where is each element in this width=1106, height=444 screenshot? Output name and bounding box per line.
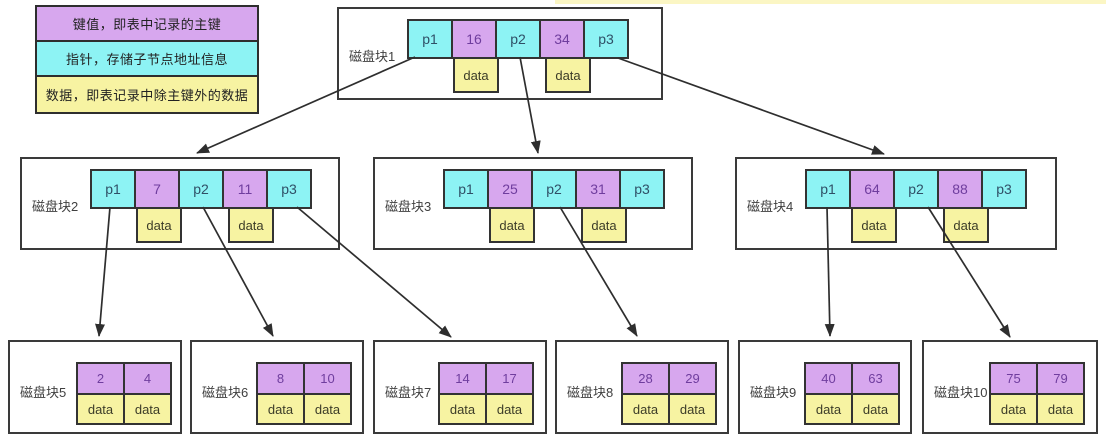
data-cell: data <box>851 393 900 425</box>
disk-block-1-label: 磁盘块1 <box>349 49 396 64</box>
key-cell-17: 17 <box>485 362 534 395</box>
data-cell: data <box>485 393 534 425</box>
data-box: data <box>453 57 499 93</box>
key-cell-34: 34 <box>539 19 585 59</box>
pointer-cell-p2: p2 <box>531 169 577 209</box>
key-cell-10: 10 <box>303 362 352 395</box>
top-highlight-strip <box>555 0 1106 4</box>
data-cell: data <box>804 393 853 425</box>
data-cell: data <box>989 393 1038 425</box>
data-cell: data <box>438 393 487 425</box>
data-box: data <box>581 207 627 243</box>
pointer-cell-p3: p3 <box>619 169 665 209</box>
key-cell-64: 64 <box>849 169 895 209</box>
key-cell-14: 14 <box>438 362 487 395</box>
key-cell-16: 16 <box>451 19 497 59</box>
key-cell-8: 8 <box>256 362 305 395</box>
key-cell-31: 31 <box>575 169 621 209</box>
key-cell-28: 28 <box>621 362 670 395</box>
pointer-cell-p3: p3 <box>266 169 312 209</box>
key-cell-79: 79 <box>1036 362 1085 395</box>
disk-block-2-label: 磁盘块2 <box>32 199 79 214</box>
key-cell-63: 63 <box>851 362 900 395</box>
key-cell-7: 7 <box>134 169 180 209</box>
disk-block-4: 磁盘块4 p1 64 p2 88 p3 data data <box>735 157 1057 250</box>
key-cell-29: 29 <box>668 362 717 395</box>
pointer-cell-p2: p2 <box>178 169 224 209</box>
data-box: data <box>136 207 182 243</box>
data-box: data <box>228 207 274 243</box>
legend-item-key: 键值，即表中记录的主键 <box>37 7 257 42</box>
legend-item-pointer: 指针，存储子节点地址信息 <box>37 42 257 77</box>
disk-block-3: 磁盘块3 p1 25 p2 31 p3 data data <box>373 157 693 250</box>
key-cell-88: 88 <box>937 169 983 209</box>
pointer-cell-p1: p1 <box>407 19 453 59</box>
data-cell: data <box>668 393 717 425</box>
disk-block-6-label: 磁盘块6 <box>202 385 249 400</box>
disk-block-8: 磁盘块8 28 data 29 data <box>555 340 729 434</box>
key-cell-11: 11 <box>222 169 268 209</box>
data-box: data <box>851 207 897 243</box>
disk-block-10-label: 磁盘块10 <box>934 385 988 400</box>
data-cell: data <box>621 393 670 425</box>
key-cell-40: 40 <box>804 362 853 395</box>
pointer-cell-p1: p1 <box>805 169 851 209</box>
pointer-cell-p2: p2 <box>495 19 541 59</box>
disk-block-9: 磁盘块9 40 data 63 data <box>738 340 912 434</box>
pointer-cell-p1: p1 <box>90 169 136 209</box>
disk-block-8-label: 磁盘块8 <box>567 385 614 400</box>
data-box: data <box>489 207 535 243</box>
disk-block-6: 磁盘块6 8 data 10 data <box>190 340 364 434</box>
data-cell: data <box>1036 393 1085 425</box>
data-cell: data <box>256 393 305 425</box>
disk-block-1: 磁盘块1 p1 16 p2 34 p3 data data <box>337 7 663 100</box>
key-cell-4: 4 <box>123 362 172 395</box>
disk-block-5-label: 磁盘块5 <box>20 385 67 400</box>
pointer-cell-p3: p3 <box>981 169 1027 209</box>
disk-block-2: 磁盘块2 p1 7 p2 11 p3 data data <box>20 157 340 250</box>
legend-item-data: 数据，即表记录中除主键外的数据 <box>37 77 257 112</box>
disk-block-10: 磁盘块10 75 data 79 data <box>922 340 1098 434</box>
data-box: data <box>545 57 591 93</box>
data-cell: data <box>123 393 172 425</box>
key-cell-75: 75 <box>989 362 1038 395</box>
pointer-cell-p2: p2 <box>893 169 939 209</box>
disk-block-7: 磁盘块7 14 data 17 data <box>373 340 547 434</box>
data-cell: data <box>303 393 352 425</box>
key-cell-25: 25 <box>487 169 533 209</box>
data-box: data <box>943 207 989 243</box>
disk-block-4-label: 磁盘块4 <box>747 199 794 214</box>
disk-block-3-label: 磁盘块3 <box>385 199 432 214</box>
legend: 键值，即表中记录的主键 指针，存储子节点地址信息 数据，即表记录中除主键外的数据 <box>35 5 259 114</box>
disk-block-7-label: 磁盘块7 <box>385 385 432 400</box>
key-cell-2: 2 <box>76 362 125 395</box>
disk-block-5: 磁盘块5 2 data 4 data <box>8 340 182 434</box>
pointer-cell-p1: p1 <box>443 169 489 209</box>
pointer-cell-p3: p3 <box>583 19 629 59</box>
data-cell: data <box>76 393 125 425</box>
disk-block-9-label: 磁盘块9 <box>750 385 797 400</box>
